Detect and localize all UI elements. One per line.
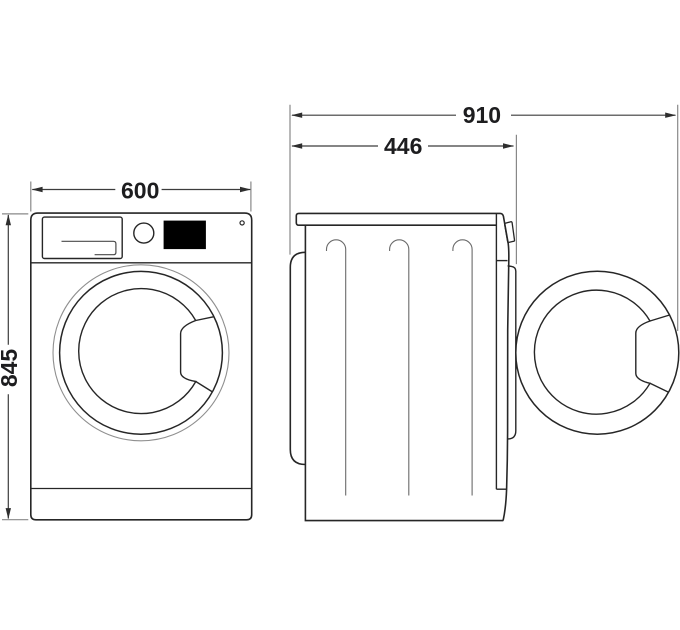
svg-text:845: 845 — [0, 349, 22, 388]
svg-text:600: 600 — [121, 177, 159, 203]
svg-text:910: 910 — [463, 102, 501, 128]
svg-text:446: 446 — [384, 133, 422, 159]
